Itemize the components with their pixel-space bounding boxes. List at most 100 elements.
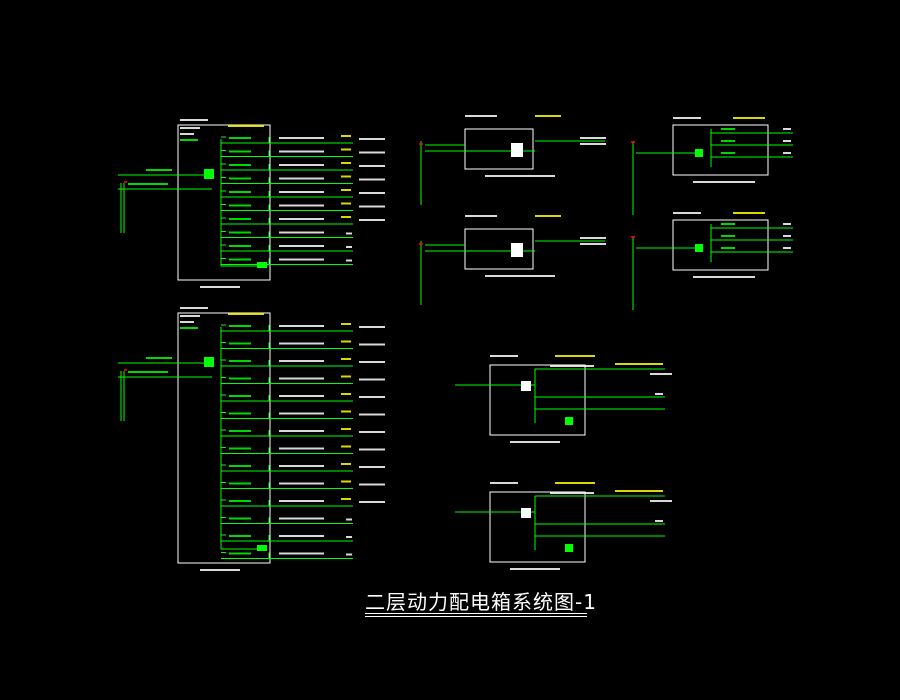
panel-a-cable-text	[279, 245, 324, 247]
panel-h-branch-load	[655, 520, 663, 522]
panel-b-breaker-text	[229, 360, 251, 362]
panel-b-breaker-text	[229, 430, 251, 432]
panel-e-riser-mark	[631, 141, 635, 143]
panel-f-branch-text	[721, 247, 735, 249]
drawing-title-text: 二层动力配电箱系统图-1	[365, 590, 597, 614]
panel-g-branch-text	[650, 373, 672, 375]
panel-a-header-label	[228, 125, 264, 127]
panel-b-cable-text	[279, 342, 324, 345]
panel-g-frame	[489, 364, 586, 436]
panel-b-cable-text	[279, 412, 324, 415]
panel-f-riser-mark	[631, 236, 635, 238]
panel-b-cable-text	[279, 395, 324, 397]
panel-a-breaker-text	[229, 204, 251, 207]
panel-b-load-text	[359, 483, 385, 486]
panel-a-spare-text	[346, 232, 352, 235]
panel-b-load-icon	[341, 498, 351, 500]
panel-b-spare-text	[346, 536, 352, 538]
panel-a-header-text	[180, 139, 198, 141]
panel-d-frame	[464, 228, 534, 270]
panel-a-breaker-text	[229, 177, 251, 180]
panel-b-header-text	[180, 321, 194, 323]
panel-e-branch-text	[721, 128, 735, 130]
panel-h-label	[555, 482, 595, 484]
panel-a-spare-text	[346, 246, 352, 248]
panel-a-load-text	[359, 192, 385, 194]
panel-a-load-icon	[341, 216, 351, 218]
panel-b-load-icon	[341, 428, 351, 430]
panel-d-outgoing-text	[580, 243, 606, 245]
panel-d-breaker	[511, 243, 523, 257]
panel-b-feeder-text	[128, 371, 168, 373]
panel-e-branch-text	[721, 140, 735, 142]
panel-e-caption	[693, 181, 755, 183]
panel-b-cable-text	[279, 482, 324, 485]
panel-b-breaker-text	[229, 465, 251, 467]
panel-b-load-text	[359, 361, 385, 363]
panel-b-load-text	[359, 448, 385, 451]
panel-b-feeder-text	[146, 357, 172, 359]
panel-a-cable-text	[279, 191, 324, 193]
panel-b-load-icon	[341, 445, 351, 448]
panel-b-cable-text	[279, 552, 324, 555]
panel-b-caption	[200, 569, 240, 571]
panel-d-outgoing-text	[580, 237, 606, 239]
drawing-title: 二层动力配电箱系统图-1	[365, 586, 597, 617]
panel-b-riser-mark	[124, 369, 127, 371]
panel-h-branch-label	[615, 490, 663, 492]
panel-c-header	[465, 115, 497, 117]
panel-a-load-icon	[341, 135, 351, 137]
panel-a-load-icon	[341, 175, 351, 178]
panel-a-cable-text	[279, 231, 324, 234]
panel-b-breaker-text	[229, 412, 251, 415]
panel-c-frame	[464, 128, 534, 170]
panel-b-neutral-block	[257, 545, 267, 551]
panel-g-branch-load	[655, 393, 663, 395]
panel-a-load-icon	[341, 189, 351, 191]
panel-g-caption	[510, 441, 560, 443]
panel-f-branch-text	[721, 235, 735, 237]
panel-b-breaker-text	[229, 482, 251, 485]
panel-b-load-icon	[341, 358, 351, 360]
panel-a-breaker-text	[229, 164, 251, 166]
panel-c-caption	[485, 175, 555, 177]
panel-h-branch-text	[650, 500, 672, 502]
panel-a-cable-text	[279, 137, 324, 139]
panel-d-caption	[485, 275, 555, 277]
panel-h-frame	[489, 491, 586, 563]
panel-e-branch-load	[783, 128, 791, 130]
panel-a-load-text	[359, 138, 385, 140]
panel-e-branch-text	[721, 152, 735, 154]
panel-c-riser-mark	[419, 143, 423, 145]
panel-h-header	[490, 482, 518, 484]
panel-f-main-breaker	[695, 244, 703, 252]
panel-a-cable-text	[279, 164, 324, 166]
panel-b-cable-text	[279, 517, 324, 520]
panel-h-caption	[510, 568, 560, 570]
panel-b-cable-text	[279, 535, 324, 537]
panel-a-breaker-text	[229, 150, 251, 153]
panel-a-breaker-text	[229, 218, 251, 220]
panel-a-frame	[177, 124, 271, 281]
panel-f-branch-text	[721, 223, 735, 225]
panel-g-branch-label	[615, 363, 663, 365]
panel-g-main-breaker	[521, 381, 531, 391]
panel-h-branch-text	[550, 492, 594, 494]
panel-a-header-text	[180, 127, 200, 129]
panel-f-header	[673, 212, 701, 214]
panel-b-main-breaker	[204, 357, 214, 367]
panel-b-load-icon	[341, 480, 351, 483]
panel-a-breaker-text	[229, 258, 251, 261]
panel-b-cable-text	[279, 500, 324, 502]
panel-d-label	[535, 215, 561, 217]
panel-b-breaker-text	[229, 517, 251, 520]
panel-b-cable-text	[279, 360, 324, 362]
panel-b-load-icon	[341, 410, 351, 413]
title-underline-1	[365, 613, 587, 614]
panel-a-breaker-text	[229, 137, 251, 139]
panel-b-cable-text	[279, 447, 324, 450]
panel-h-main-breaker	[521, 508, 531, 518]
panel-a-breaker-text	[229, 231, 251, 234]
panel-a-header-text	[180, 133, 194, 135]
